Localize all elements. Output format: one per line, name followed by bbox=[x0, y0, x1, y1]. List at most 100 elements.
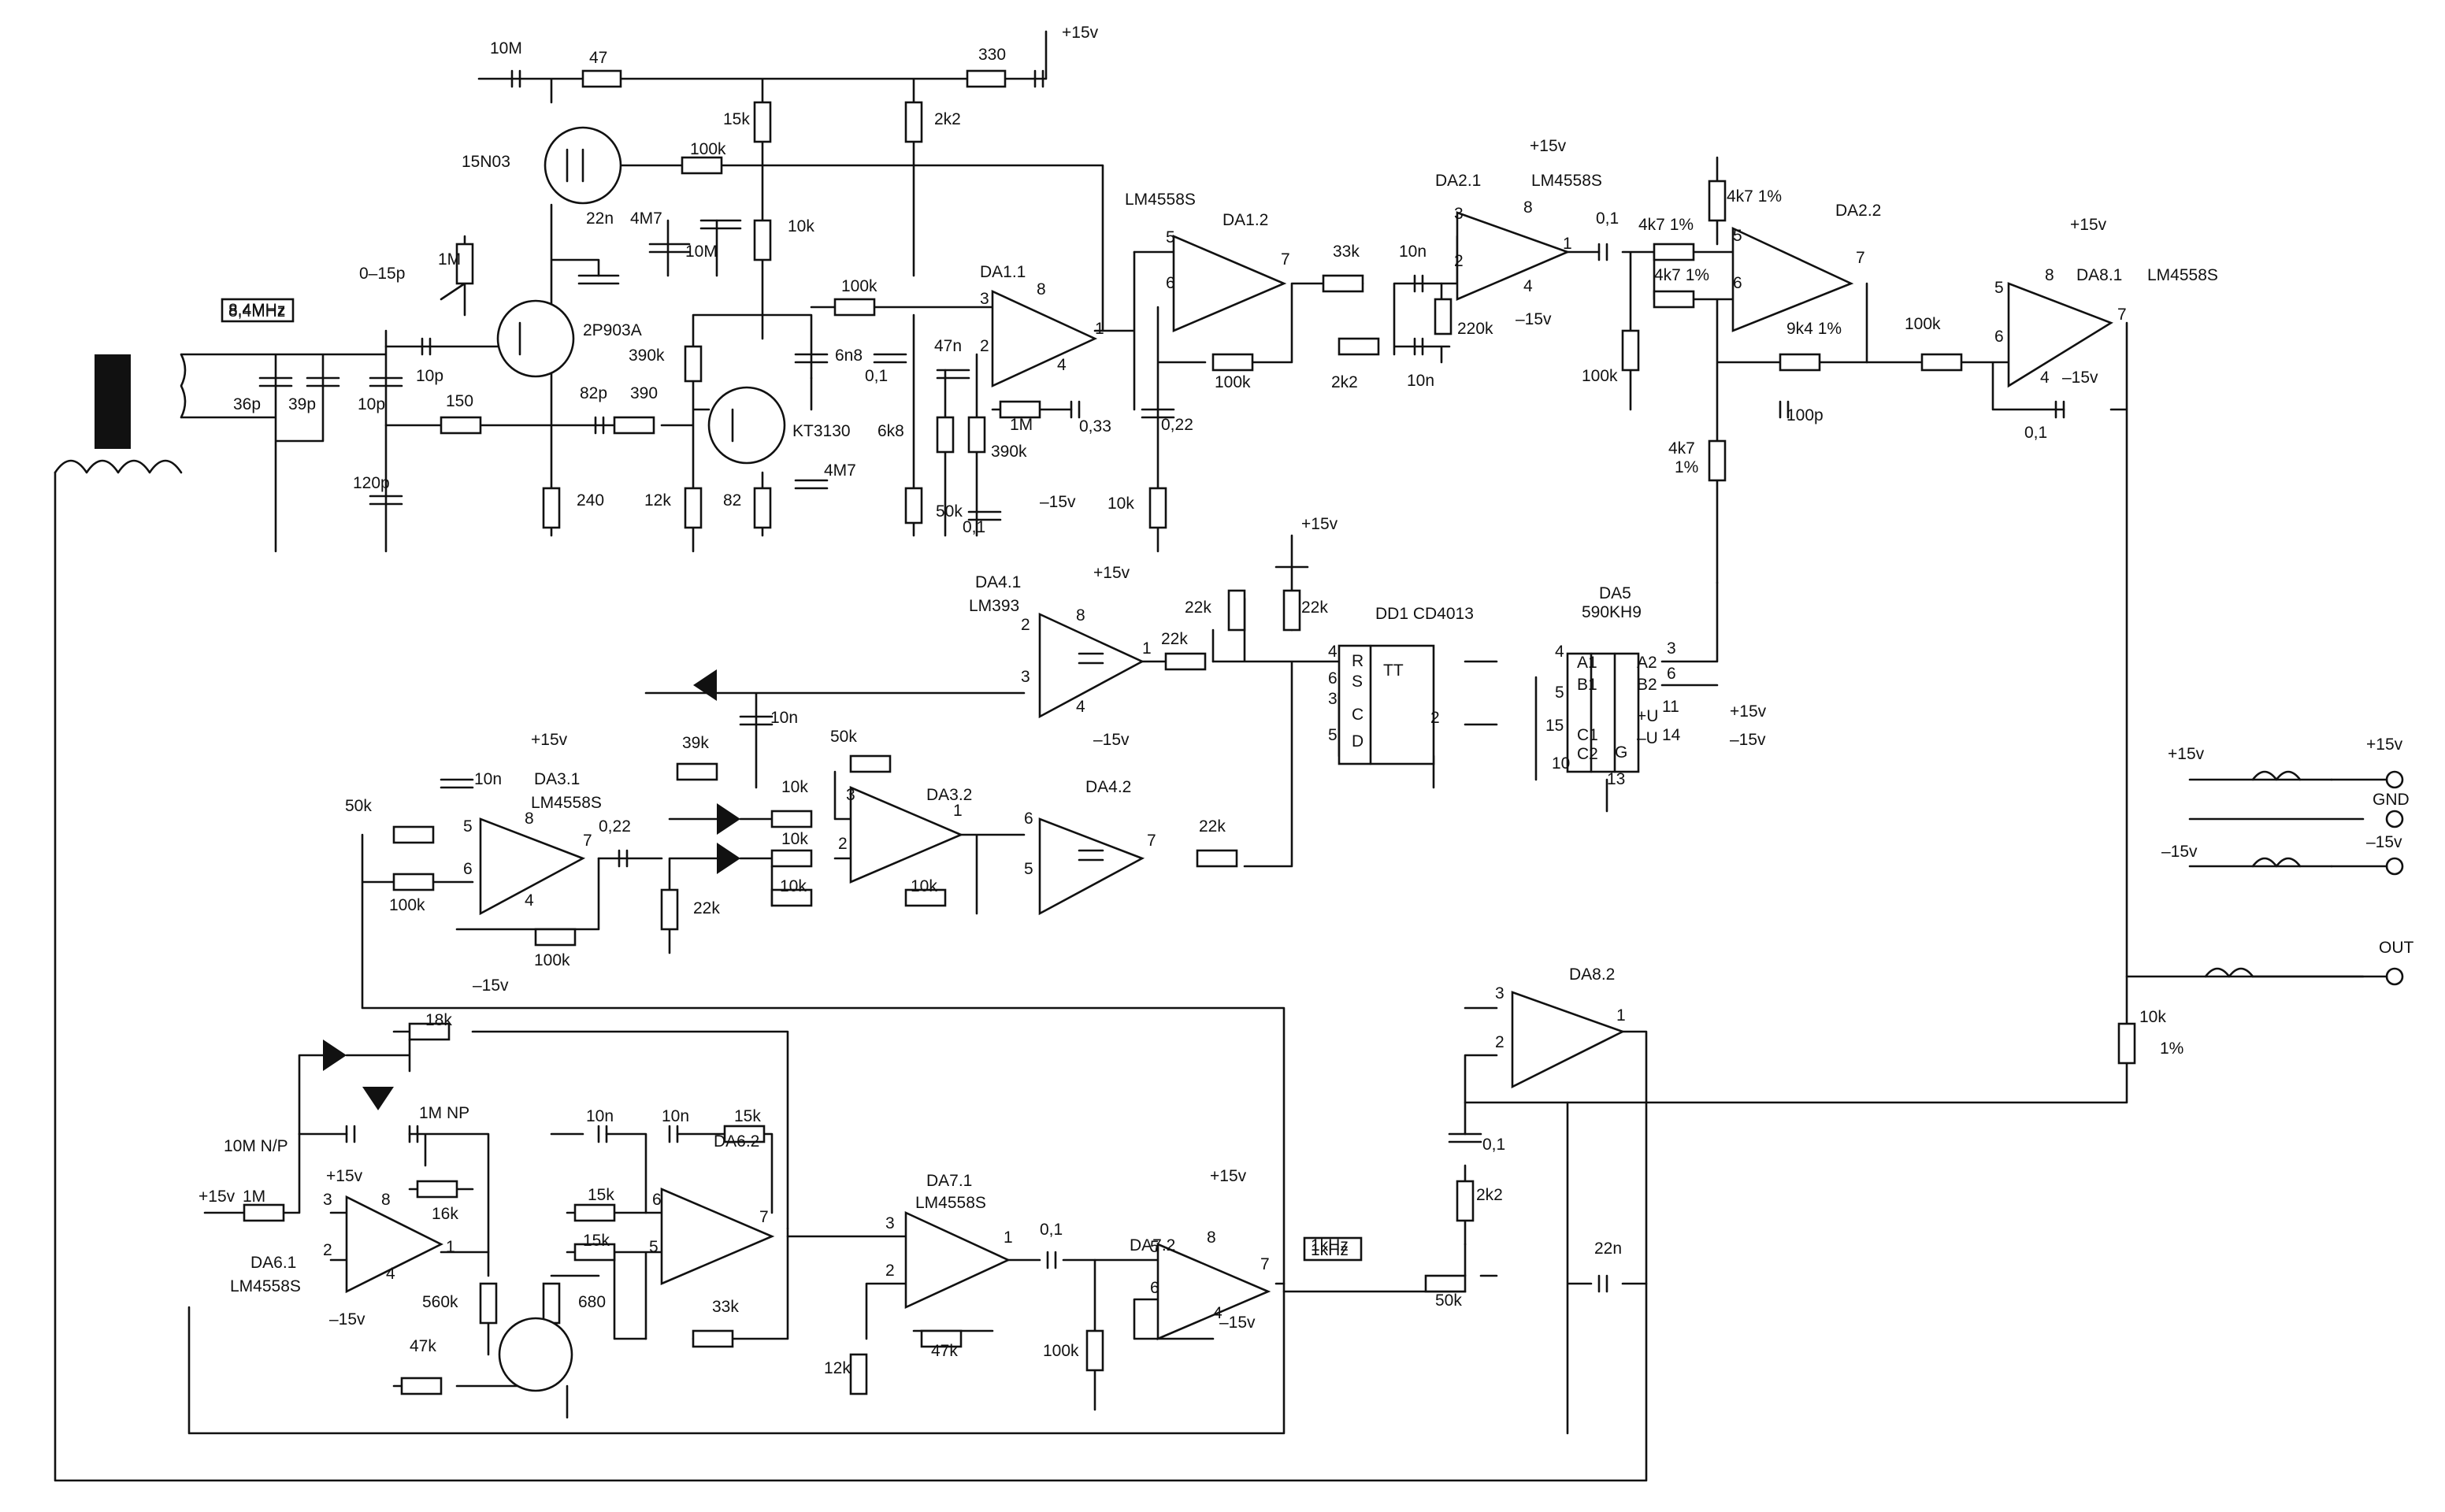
component-label: 680 bbox=[578, 1293, 606, 1311]
component-label: DA8.2 bbox=[1569, 965, 1615, 984]
pin-label: 4 bbox=[1213, 1304, 1222, 1322]
component-label: 10M N/P bbox=[224, 1137, 288, 1155]
component-label: 100k bbox=[1215, 373, 1251, 391]
terminal-plus15 bbox=[2385, 770, 2404, 789]
pin-label: 3 bbox=[323, 1191, 332, 1209]
component-label: 0,1 bbox=[963, 518, 985, 536]
opamps bbox=[345, 211, 2113, 1340]
component-label: 47n bbox=[934, 337, 962, 355]
pin-label: B2 bbox=[1637, 676, 1657, 694]
component-label: –15v bbox=[1730, 731, 1766, 749]
component-label: 22n bbox=[586, 209, 614, 228]
component-label: KT3130 bbox=[792, 422, 851, 440]
pin-label: 3 bbox=[980, 290, 989, 308]
pin-label: 5 bbox=[1733, 227, 1742, 245]
jfet-lower bbox=[498, 1317, 573, 1392]
component-label: 15N03 bbox=[462, 153, 510, 171]
pin-label: 7 bbox=[1856, 249, 1865, 267]
component-label: 150 bbox=[446, 392, 473, 410]
component-label: 2k2 bbox=[1331, 373, 1358, 391]
component-label: 33k bbox=[1333, 243, 1360, 261]
component-label: 0,1 bbox=[2024, 424, 2047, 442]
jfet-2P903A bbox=[496, 299, 575, 378]
pin-label: 5 bbox=[1166, 228, 1175, 246]
component-label: DA6.1 bbox=[250, 1254, 296, 1272]
pin-label: R bbox=[1352, 652, 1363, 670]
component-label: 15k bbox=[583, 1232, 610, 1250]
component-label: 1M bbox=[438, 250, 461, 269]
ferrite-core bbox=[95, 354, 131, 449]
pin-label: 7 bbox=[583, 832, 592, 850]
component-label: 22n bbox=[1594, 1240, 1622, 1258]
pin-label: 6 bbox=[1733, 274, 1742, 292]
pin-label: 7 bbox=[1281, 250, 1290, 269]
pin-label: 4 bbox=[1076, 698, 1085, 716]
component-label: DA3.1 bbox=[534, 770, 580, 788]
component-label: +15v bbox=[1093, 564, 1130, 582]
pin-label: 5 bbox=[1555, 684, 1564, 702]
component-label: –15v bbox=[329, 1310, 365, 1329]
component-label: –15v bbox=[2366, 833, 2402, 851]
component-label: 47 bbox=[589, 49, 607, 67]
component-label: 33k bbox=[712, 1298, 739, 1316]
component-label: +15v bbox=[1730, 702, 1767, 721]
component-label: 22k bbox=[693, 899, 720, 917]
pin-label: 1 bbox=[1563, 235, 1572, 253]
component-label: 22k bbox=[1301, 598, 1328, 617]
component-label: 240 bbox=[577, 491, 604, 510]
component-label: 10n bbox=[770, 709, 798, 727]
component-label: 10k bbox=[780, 877, 807, 895]
pin-label: 11 bbox=[1662, 698, 1679, 716]
component-label: LM4558S bbox=[2147, 266, 2218, 284]
pin-label: 1 bbox=[1004, 1228, 1013, 1247]
pin-label: 2 bbox=[1454, 252, 1464, 270]
pin-label: B1 bbox=[1577, 676, 1597, 694]
component-label: –15v bbox=[473, 976, 509, 995]
component-label: 2k2 bbox=[1476, 1186, 1503, 1204]
component-label: 12k bbox=[644, 491, 671, 510]
pin-label: 6 bbox=[1024, 810, 1033, 828]
component-label: 47k bbox=[410, 1337, 436, 1355]
component-label: 10k bbox=[781, 830, 808, 848]
pin-label: A2 bbox=[1637, 654, 1657, 672]
component-label: 100k bbox=[534, 951, 570, 969]
component-label: 82p bbox=[580, 384, 607, 402]
pin-label: 8 bbox=[1207, 1228, 1216, 1247]
pin-label: S bbox=[1352, 673, 1363, 691]
pin-label: 4 bbox=[1523, 277, 1533, 295]
component-label: 4k7 1% bbox=[1727, 187, 1782, 206]
pin-label: 8 bbox=[525, 810, 534, 828]
component-label: 1M NP bbox=[419, 1104, 469, 1122]
component-label: DA7.1 bbox=[926, 1172, 972, 1190]
ic-DA5-590KH9 bbox=[1566, 652, 1640, 773]
component-label: 50k bbox=[830, 728, 857, 746]
pin-label: 5 bbox=[649, 1238, 659, 1256]
component-label: 10k bbox=[781, 778, 808, 796]
component-label: DD1 CD4013 bbox=[1375, 605, 1474, 623]
component-label: 390k bbox=[991, 443, 1027, 461]
pin-label: 2 bbox=[1495, 1033, 1504, 1051]
pin-label: C1 bbox=[1577, 726, 1598, 744]
pin-label: –U bbox=[1637, 729, 1658, 747]
component-label: DA1.2 bbox=[1222, 211, 1268, 229]
component-label: 0,1 bbox=[1482, 1136, 1505, 1154]
component-label: DA7.2 bbox=[1130, 1236, 1175, 1254]
pin-label: 4 bbox=[2040, 369, 2050, 387]
component-label: 100k bbox=[1043, 1342, 1079, 1360]
opamp-DA2.1 bbox=[1456, 211, 1571, 301]
component-label: –15v bbox=[2161, 843, 2198, 861]
component-label: 15k bbox=[723, 110, 750, 128]
component-label: +15v bbox=[2168, 745, 2205, 763]
pin-label: 6 bbox=[1166, 274, 1175, 292]
component-label: 120p bbox=[353, 474, 390, 492]
component-label: 4M7 bbox=[824, 461, 856, 480]
pin-label: 3 bbox=[1667, 639, 1676, 658]
pin-label: 6 bbox=[463, 860, 473, 878]
pin-label: G bbox=[1615, 743, 1627, 762]
capacitors bbox=[258, 69, 2065, 1293]
opamp-DA7.2 bbox=[1156, 1243, 1271, 1340]
transistors bbox=[496, 126, 786, 1392]
component-label: DA6.2 bbox=[714, 1132, 759, 1151]
component-label: LM4558S bbox=[531, 794, 602, 812]
